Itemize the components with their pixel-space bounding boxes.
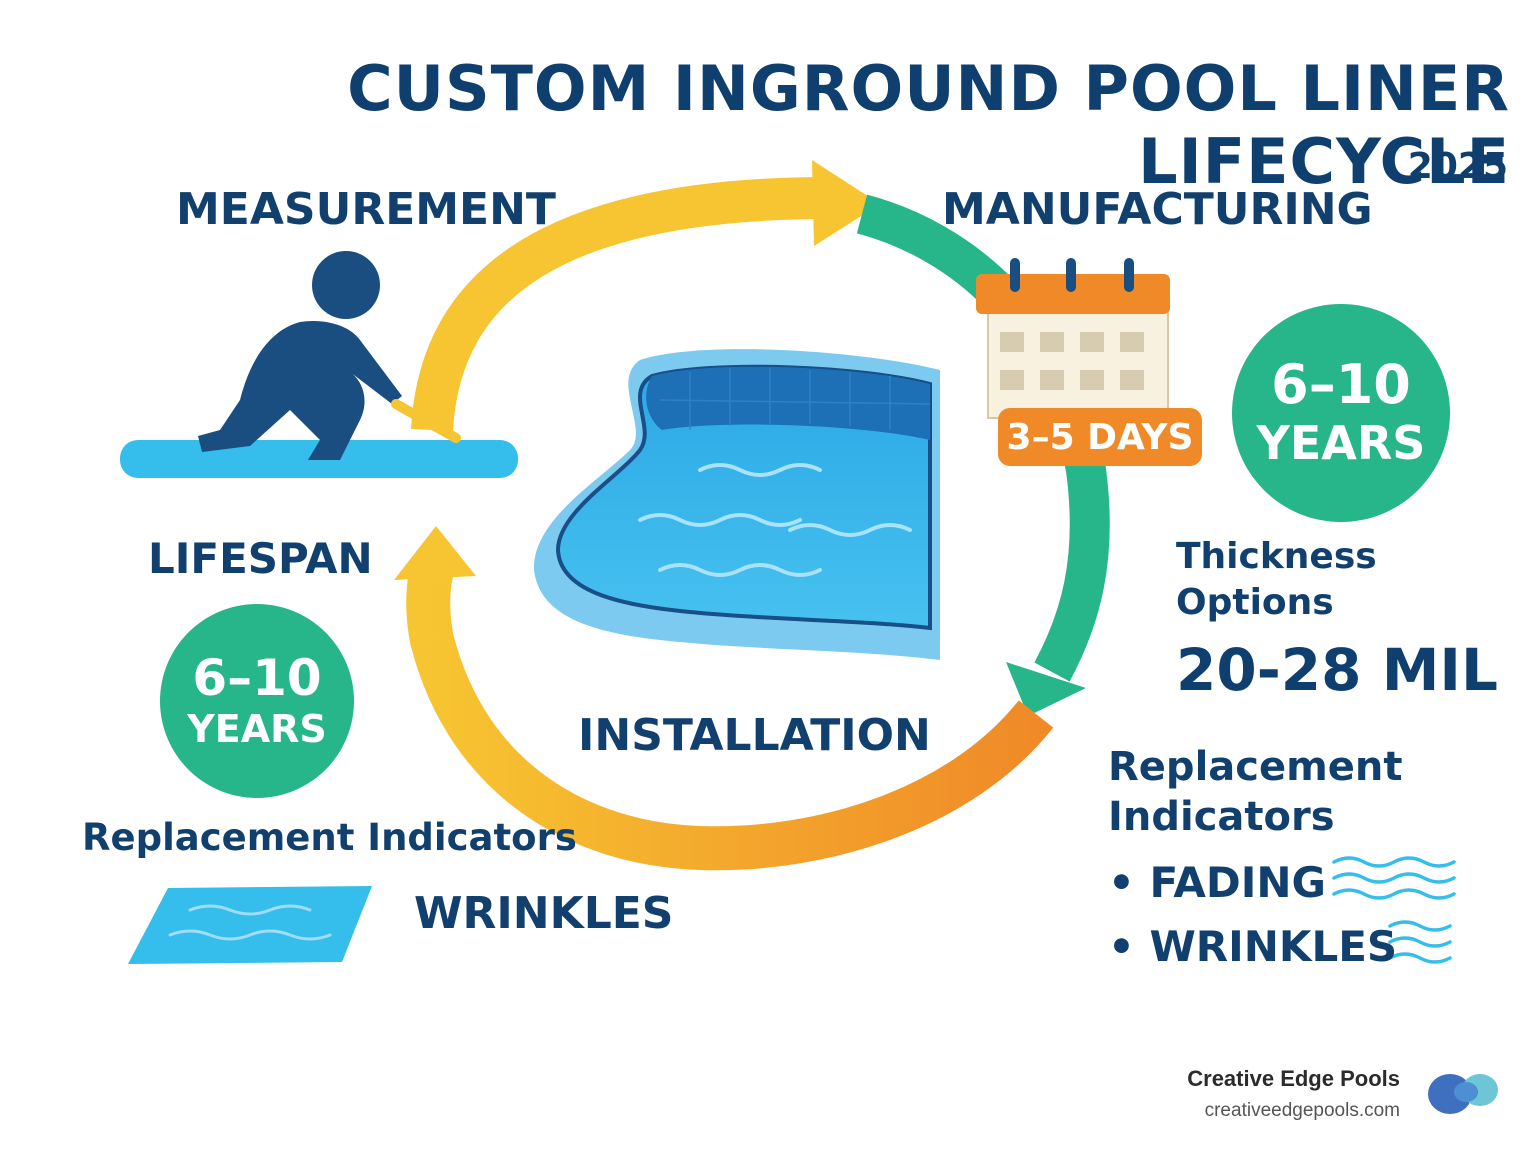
pool-icon bbox=[533, 349, 940, 660]
arrow-install-to-lifespan bbox=[394, 526, 1054, 871]
arrow-measure-to-manufacture bbox=[411, 160, 880, 432]
replacement-line2: Indicators bbox=[1108, 794, 1335, 840]
measurement-label: MEASUREMENT bbox=[176, 184, 556, 235]
thickness-label-line2: Options bbox=[1176, 582, 1334, 623]
kneeling-worker-icon bbox=[120, 251, 518, 478]
badge-unit: YEARS bbox=[187, 707, 327, 751]
badge-unit: YEARS bbox=[1256, 416, 1426, 470]
wave-icon bbox=[1332, 856, 1456, 964]
brand-name: Creative Edge Pools bbox=[1187, 1066, 1400, 1091]
lifespan-badge-left: 6–10 YEARS bbox=[160, 604, 354, 798]
replacement-line1: Replacement bbox=[1108, 744, 1403, 790]
indicator-wrinkles: • WRINKLES bbox=[1108, 922, 1398, 971]
brand-logo bbox=[1428, 1074, 1498, 1114]
badge-number: 6–10 bbox=[1271, 353, 1411, 416]
badge-number: 6–10 bbox=[192, 649, 322, 707]
indicator-fading: • FADING bbox=[1108, 858, 1326, 907]
thickness-label: Thickness Options bbox=[1176, 534, 1377, 626]
wrinkles-label: WRINKLES bbox=[414, 888, 674, 939]
brand-url[interactable]: creativeedgepools.com bbox=[1204, 1100, 1400, 1121]
thickness-value: 20-28 MIL bbox=[1176, 636, 1498, 704]
manufacturing-label: MANUFACTURING bbox=[942, 184, 1373, 235]
year-label: 2025 bbox=[1407, 146, 1508, 187]
calendar-icon bbox=[976, 258, 1170, 419]
manufacturing-days-badge: 3–5 DAYS bbox=[998, 408, 1202, 466]
lifespan-badge-right: 6–10 YEARS bbox=[1232, 304, 1450, 522]
replacement-indicators-right: Replacement Indicators bbox=[1108, 742, 1403, 842]
thickness-label-line1: Thickness bbox=[1176, 536, 1377, 577]
liner-sheet-icon bbox=[128, 886, 372, 964]
replacement-indicators-left: Replacement Indicators bbox=[82, 816, 577, 859]
lifespan-label: LIFESPAN bbox=[148, 534, 373, 583]
installation-label: INSTALLATION bbox=[578, 710, 931, 761]
page-title: CUSTOM INGROUND POOL LINER LIFECYCLE bbox=[347, 52, 1510, 198]
